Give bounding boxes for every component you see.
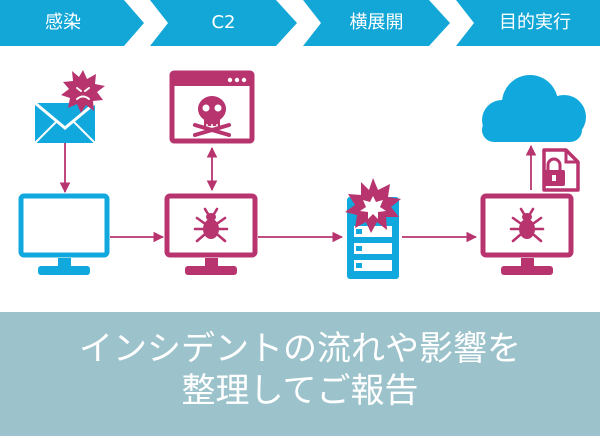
locked-document-icon (542, 148, 580, 192)
monitor-icon (18, 193, 110, 275)
banner-line-2: 整理してご報告 (181, 371, 419, 411)
attack-phase-steps: 感染 C2 横展開 目的実行 (0, 0, 600, 48)
step-c2: C2 (150, 0, 297, 46)
incident-flow-diagram (18, 70, 586, 279)
infected-monitor-icon (164, 193, 258, 275)
step-lateral-movement: 横展開 (303, 0, 450, 46)
summary-banner: インシデントの流れや影響を 整理してご報告 (0, 312, 600, 436)
step-label: C2 (211, 12, 236, 33)
skull-window-icon (169, 70, 255, 144)
step-objective-execution: 目的実行 (456, 0, 600, 46)
step-label: 感染 (45, 12, 81, 33)
banner-line-1: インシデントの流れや影響を (79, 329, 521, 369)
virus-burst-icon (345, 178, 401, 233)
step-label: 横展開 (349, 12, 404, 33)
virus-icon (61, 70, 105, 113)
target-monitor-icon (480, 193, 574, 275)
email-icon (34, 101, 96, 144)
cloud-icon (482, 75, 586, 142)
step-infection: 感染 (0, 0, 144, 46)
step-label: 目的実行 (499, 12, 571, 33)
